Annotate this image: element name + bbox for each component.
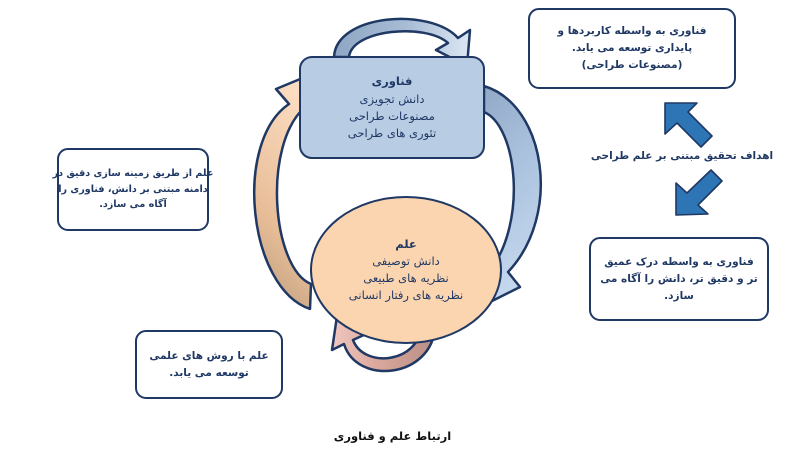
callout-science-informs-technology[interactable]: علم از طریق زمینه سازی دقیق در دامنه مبت… xyxy=(53,148,213,231)
callout-science-informs-technology-line-1: علم از طریق زمینه سازی دقیق در xyxy=(52,168,214,180)
science-node-title: علم xyxy=(395,236,417,251)
science-node-line-3: نظریه های رفتار انسانی xyxy=(348,288,464,303)
callout-technology-informs-science-line-2: تر و دقیق تر، دانش را آگاه می xyxy=(600,272,758,285)
technology-node-line-1: دانش تجویزی xyxy=(359,91,425,106)
callout-science-methods[interactable]: علم با روش های علمی توسعه می یابد. xyxy=(135,330,283,399)
callout-technology-informs-science-line-3: سازد. xyxy=(664,289,694,302)
technology-node-line-3: تئوری های طراحی xyxy=(347,126,437,141)
callout-technology-informs-science-line-1: فناوری به واسطه درک عمیق xyxy=(604,255,754,268)
technology-node[interactable]: فناوری دانش تجویزی مصنوعات طراحی تئوری ه… xyxy=(299,56,485,159)
science-node[interactable]: علم دانش توصیفی نظریه های طبیعی نظریه ها… xyxy=(310,196,502,344)
callout-technology-informs-science[interactable]: فناوری به واسطه درک عمیق تر و دقیق تر، د… xyxy=(589,237,769,321)
callout-science-methods-line-2: توسعه می یابد. xyxy=(169,366,249,379)
callout-science-methods-line-1: علم با روش های علمی xyxy=(149,349,269,362)
science-node-line-1: دانش توصیفی xyxy=(372,253,440,268)
technology-node-title: فناوری xyxy=(371,73,413,88)
up-left-connector-arrow xyxy=(664,102,713,148)
callout-technology-applications-line-1: فناوری به واسطه کاربردها و xyxy=(557,25,707,37)
science-node-line-2: نظریه های طبیعی xyxy=(363,271,449,285)
callout-science-informs-technology-line-2: دامنه مبتنی بر دانش، فناوری را xyxy=(58,183,208,195)
technology-node-line-2: مصنوعات طراحی xyxy=(349,109,435,123)
callout-technology-applications[interactable]: فناوری به واسطه کاربردها و پایداری توسعه… xyxy=(528,8,736,89)
figure-caption: ارتباط علم و فناوری xyxy=(333,429,452,443)
callout-technology-applications-line-3: (مصنوعات طراحی) xyxy=(581,59,683,71)
label-research-goals: اهداف تحقیق مبتنی بر علم طراحی xyxy=(590,150,774,162)
down-left-connector-arrow xyxy=(675,169,723,216)
callout-technology-applications-line-2: پایداری توسعه می یابد. xyxy=(571,42,693,54)
callout-science-informs-technology-line-3: آگاه می سازد. xyxy=(99,199,167,211)
